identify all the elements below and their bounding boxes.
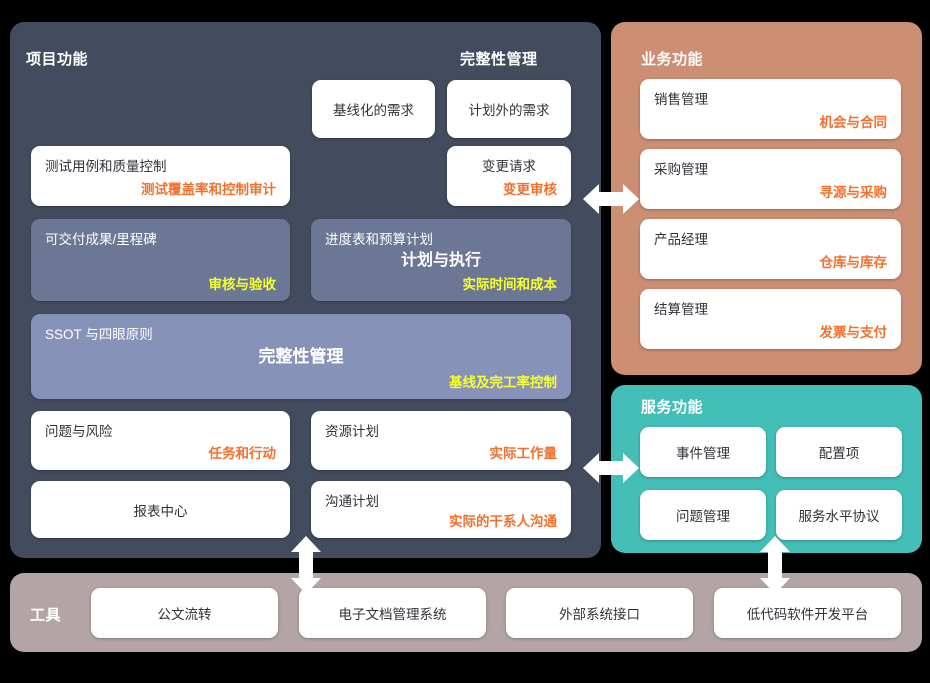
card-ssot-headline: 完整性管理 — [258, 347, 344, 366]
card-resource-plan-subtitle: 实际工作量 — [489, 446, 558, 461]
card-test-quality-title: 测试用例和质量控制 — [45, 159, 167, 174]
card-product-manager-title: 产品经理 — [654, 232, 708, 247]
card-deliverables-title: 可交付成果/里程碑 — [45, 232, 157, 247]
card-incident-management-label: 事件管理 — [676, 446, 730, 461]
card-unplanned-requirements[interactable]: 计划外的需求 — [447, 80, 571, 138]
card-electronic-document-management[interactable]: 电子文档管理系统 — [299, 588, 486, 638]
card-schedule-budget-subtitle: 实际时间和成本 — [462, 277, 558, 292]
card-deliverables[interactable]: 可交付成果/里程碑 审核与验收 — [31, 219, 290, 301]
card-sales-management-title: 销售管理 — [654, 92, 708, 107]
card-communication-plan-title: 沟通计划 — [325, 494, 379, 509]
card-issues-risks[interactable]: 问题与风险 任务和行动 — [31, 411, 290, 470]
card-test-quality[interactable]: 测试用例和质量控制 测试覆盖率和控制审计 — [31, 146, 290, 206]
card-schedule-budget-title: 进度表和预算计划 — [325, 232, 433, 247]
card-low-code-platform[interactable]: 低代码软件开发平台 — [714, 588, 901, 638]
card-problem-management[interactable]: 问题管理 — [640, 490, 766, 540]
card-settlement-management-subtitle: 发票与支付 — [819, 325, 888, 340]
card-electronic-document-management-label: 电子文档管理系统 — [338, 607, 447, 622]
card-schedule-budget-headline: 计划与执行 — [400, 252, 481, 269]
card-deliverables-subtitle: 审核与验收 — [208, 277, 277, 292]
card-issues-risks-subtitle: 任务和行动 — [208, 446, 277, 461]
card-settlement-management-title: 结算管理 — [654, 302, 708, 317]
card-settlement-management[interactable]: 结算管理 发票与支付 — [640, 289, 901, 349]
double-arrow-vertical-icon-service-tools — [755, 536, 795, 594]
card-configuration-item-label: 配置项 — [818, 446, 860, 461]
card-issues-risks-title: 问题与风险 — [45, 424, 113, 439]
business-functions-title: 业务功能 — [641, 51, 704, 68]
card-baselined-requirements-label: 基线化的需求 — [333, 103, 414, 118]
card-configuration-item[interactable]: 配置项 — [776, 427, 902, 477]
card-test-quality-subtitle: 测试覆盖率和控制审计 — [141, 182, 276, 197]
card-procurement-management[interactable]: 采购管理 寻源与采购 — [640, 149, 901, 209]
card-ssot-subtitle: 基线及完工率控制 — [449, 375, 557, 390]
card-external-system-interface[interactable]: 外部系统接口 — [506, 588, 693, 638]
card-service-level-agreement-label: 服务水平协议 — [798, 509, 880, 524]
card-change-request[interactable]: 变更请求 变更审核 — [447, 146, 571, 206]
project-functions-title: 项目功能 — [26, 51, 89, 68]
card-report-center[interactable]: 报表中心 — [31, 481, 290, 538]
card-resource-plan-title: 资源计划 — [325, 424, 379, 439]
double-arrow-horizontal-icon-project-business — [583, 178, 639, 220]
card-low-code-platform-label: 低代码软件开发平台 — [746, 607, 869, 622]
card-procurement-management-title: 采购管理 — [654, 162, 708, 177]
card-report-center-label: 报表中心 — [133, 503, 188, 519]
card-document-workflow[interactable]: 公文流转 — [91, 588, 278, 638]
card-ssot[interactable]: SSOT 与四眼原则 完整性管理 基线及完工率控制 — [31, 314, 571, 399]
card-incident-management[interactable]: 事件管理 — [640, 427, 766, 477]
card-external-system-interface-label: 外部系统接口 — [559, 607, 640, 622]
card-product-manager-subtitle: 仓库与库存 — [819, 255, 888, 270]
card-ssot-title: SSOT 与四眼原则 — [45, 327, 153, 342]
card-schedule-budget[interactable]: 进度表和预算计划 计划与执行 实际时间和成本 — [311, 219, 571, 301]
card-service-level-agreement[interactable]: 服务水平协议 — [776, 490, 902, 540]
card-product-manager[interactable]: 产品经理 仓库与库存 — [640, 219, 901, 279]
service-functions-title: 服务功能 — [641, 399, 704, 416]
card-change-request-subtitle: 变更审核 — [503, 182, 557, 197]
card-communication-plan[interactable]: 沟通计划 实际的干系人沟通 — [311, 481, 571, 538]
card-sales-management-subtitle: 机会与合同 — [819, 115, 888, 130]
double-arrow-vertical-icon-project-tools — [286, 536, 326, 594]
card-unplanned-requirements-label: 计划外的需求 — [468, 103, 550, 118]
double-arrow-horizontal-icon-project-service — [583, 447, 639, 489]
card-communication-plan-subtitle: 实际的干系人沟通 — [449, 514, 557, 529]
card-problem-management-label: 问题管理 — [676, 509, 730, 524]
card-resource-plan[interactable]: 资源计划 实际工作量 — [311, 411, 571, 470]
card-sales-management[interactable]: 销售管理 机会与合同 — [640, 79, 901, 139]
tools-title: 工具 — [30, 607, 62, 624]
integrity-management-title: 完整性管理 — [460, 51, 538, 68]
card-document-workflow-label: 公文流转 — [157, 607, 212, 622]
card-change-request-title: 变更请求 — [482, 159, 536, 174]
card-procurement-management-subtitle: 寻源与采购 — [819, 185, 888, 200]
card-baselined-requirements[interactable]: 基线化的需求 — [312, 80, 435, 138]
